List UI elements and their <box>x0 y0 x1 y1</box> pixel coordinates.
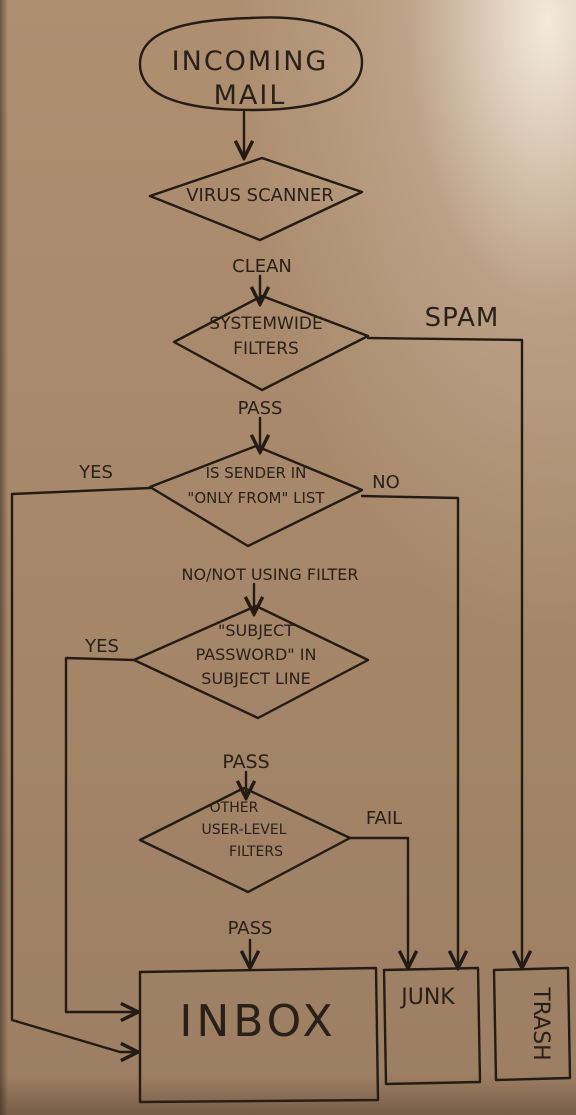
virus-scanner-label: VIRUS SCANNER <box>186 185 334 206</box>
spam-label: SPAM <box>425 303 500 333</box>
start-label-line2: MAIL <box>214 80 287 111</box>
sender-check-node: IS SENDER IN "ONLY FROM" LIST <box>148 444 364 548</box>
trash-label: TRASH <box>528 986 553 1060</box>
other-filters-node: OTHER USER-LEVEL FILTERS <box>138 786 352 894</box>
systemwide-label-line2: FILTERS <box>233 339 299 359</box>
inbox-node: INBOX <box>138 966 380 1104</box>
subject-check-line1: "SUBJECT <box>218 621 294 640</box>
no-not-using-label: NO/NOT USING FILTER <box>181 565 358 584</box>
subject-check-line3: SUBJECT LINE <box>201 669 310 688</box>
pass-label-1: PASS <box>238 398 283 419</box>
systemwide-label-line1: SYSTEMWIDE <box>209 314 322 334</box>
junk-label: JUNK <box>399 985 455 1010</box>
trash-node: TRASH <box>492 966 572 1082</box>
other-filters-line3: FILTERS <box>229 844 283 860</box>
arrow-sender-yes-inbox <box>10 486 152 1052</box>
arrow-spam-trash <box>366 336 522 966</box>
start-label-line1: INCOMING <box>172 46 329 77</box>
subject-check-line2: PASSWORD" IN <box>196 645 317 664</box>
no-label: NO <box>372 472 400 493</box>
subject-check-node: "SUBJECT PASSWORD" IN SUBJECT LINE <box>132 604 370 720</box>
start-node: INCOMING MAIL <box>138 16 364 112</box>
pass-label-3: PASS <box>228 918 273 939</box>
arrow-subject-yes-inbox <box>64 656 136 1012</box>
clean-label: CLEAN <box>232 256 292 277</box>
paper-edge-shadow <box>0 0 8 1115</box>
sender-check-line2: "ONLY FROM" LIST <box>187 489 325 507</box>
virus-scanner-node: VIRUS SCANNER <box>148 156 364 242</box>
yes-label-2: YES <box>84 636 119 657</box>
inbox-label: INBOX <box>179 996 336 1047</box>
junk-node: JUNK <box>382 966 482 1086</box>
arrow-other-fail-junk <box>348 836 408 966</box>
other-filters-line2: USER-LEVEL <box>201 822 286 838</box>
bottom-shadow <box>0 1075 576 1115</box>
systemwide-filters-node: SYSTEMWIDE FILTERS <box>172 294 370 392</box>
fail-label: FAIL <box>366 808 402 829</box>
sender-check-line1: IS SENDER IN <box>206 464 307 482</box>
pass-label-2: PASS <box>222 751 269 773</box>
other-filters-line1: OTHER <box>210 800 259 816</box>
yes-label-1: YES <box>78 462 113 483</box>
arrow-sender-no-junk <box>360 494 458 966</box>
